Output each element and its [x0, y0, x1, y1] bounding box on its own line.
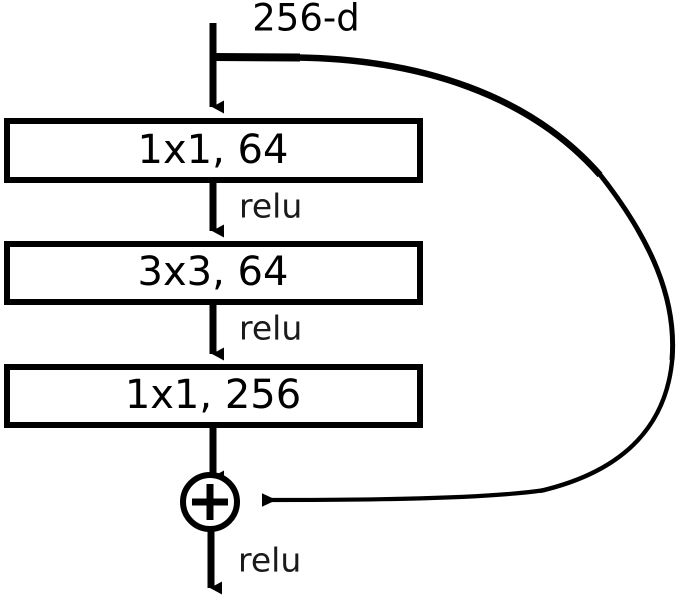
shortcut-right-curve — [596, 170, 676, 361]
input-dimension-label: 256-d — [252, 0, 359, 40]
shortcut-upper-curve — [295, 54, 603, 178]
conv-block-1: 1x1, 64 — [4, 118, 423, 183]
identity-shortcut — [212, 53, 676, 507]
conv-block-3-label: 1x1, 256 — [125, 372, 301, 418]
relu-label-after-sum: relu — [238, 541, 301, 580]
conv-block-2: 3x3, 64 — [4, 241, 423, 305]
conv-block-2-rect — [4, 241, 423, 305]
conv-block-1-label: 1x1, 64 — [138, 127, 289, 173]
conv-block-3: 1x1, 256 — [4, 364, 423, 428]
shortcut-inbound-arrow — [261, 487, 546, 507]
conv-block-2-label: 3x3, 64 — [138, 249, 289, 295]
conv-block-3-rect — [4, 364, 423, 428]
addition-node — [180, 472, 240, 532]
relu-label-after-conv2: relu — [239, 309, 302, 348]
relu-label-after-conv1: relu — [239, 187, 302, 226]
shortcut-branch-stub — [212, 53, 301, 62]
shortcut-lower-curve — [539, 355, 675, 494]
